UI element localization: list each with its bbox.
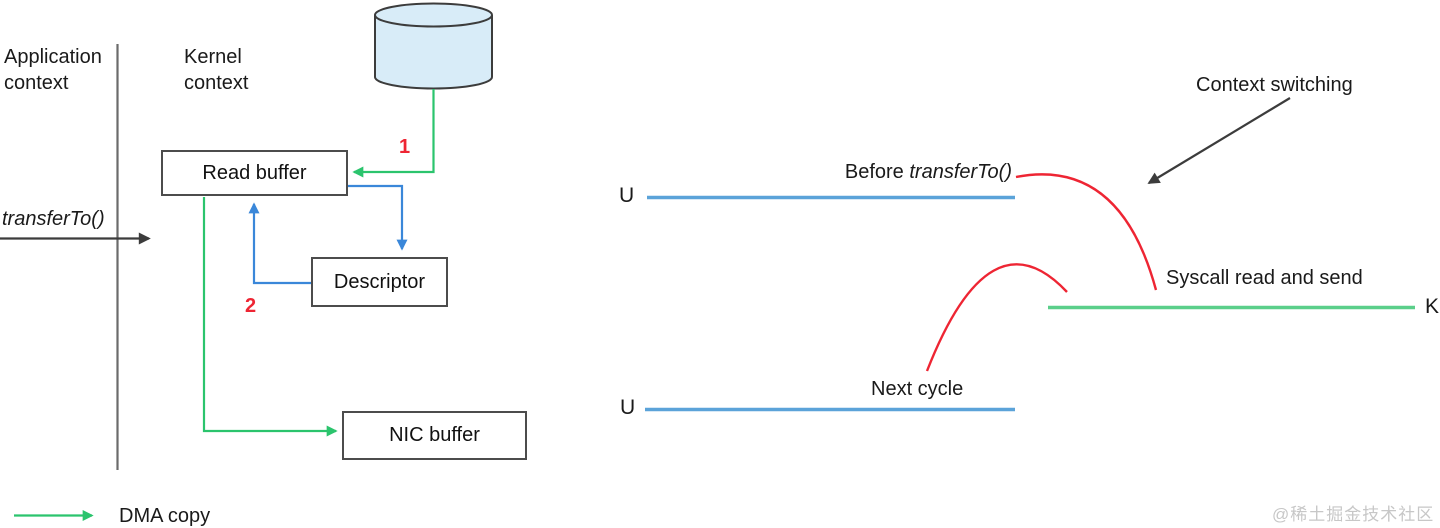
- kernel-context-label: Kernel context: [184, 46, 249, 94]
- user-row-1-label: U: [619, 184, 635, 207]
- read-buffer-box: Read buffer: [161, 150, 348, 196]
- watermark-text: @稀土掘金技术社区: [1272, 505, 1435, 524]
- nic-buffer-box: NIC buffer: [342, 411, 527, 460]
- transferto-label: transferTo(): [2, 208, 105, 230]
- context-switching-pointer-arrow: [1147, 97, 1291, 184]
- dma-arrow-disk-to-read-buffer: [352, 89, 435, 178]
- context-switch-arc-kernel-to-user: [925, 263, 1068, 372]
- before-transferto-label: Before transferTo(): [780, 159, 1012, 185]
- disk-cylinder-icon: [374, 2, 493, 90]
- application-context-label: Application context: [4, 46, 102, 94]
- dma-copy-legend-label: DMA copy: [119, 505, 211, 527]
- step-1-label: 1: [399, 136, 411, 158]
- nic-buffer-label: NIC buffer: [389, 424, 480, 446]
- descriptor-box: Descriptor: [311, 257, 448, 307]
- read-buffer-label: Read buffer: [202, 161, 307, 184]
- arrow-descriptor-to-read-buffer: [248, 202, 311, 285]
- arrow-read-buffer-to-descriptor: [348, 184, 408, 251]
- context-switch-arc-user-to-kernel: [1015, 173, 1158, 291]
- descriptor-label: Descriptor: [333, 270, 426, 293]
- next-cycle-label: Next cycle: [871, 378, 964, 400]
- step-2-label: 2: [245, 295, 257, 317]
- context-switching-label: Context switching: [1196, 74, 1353, 96]
- before-prefix-text: Before: [844, 161, 910, 183]
- dma-arrow-read-buffer-to-nic: [202, 197, 338, 437]
- kernel-row-label: K: [1425, 295, 1440, 318]
- user-row-2-label: U: [620, 396, 636, 419]
- syscall-read-send-label: Syscall read and send: [1166, 267, 1363, 289]
- before-method-text: transferTo(): [909, 161, 1012, 183]
